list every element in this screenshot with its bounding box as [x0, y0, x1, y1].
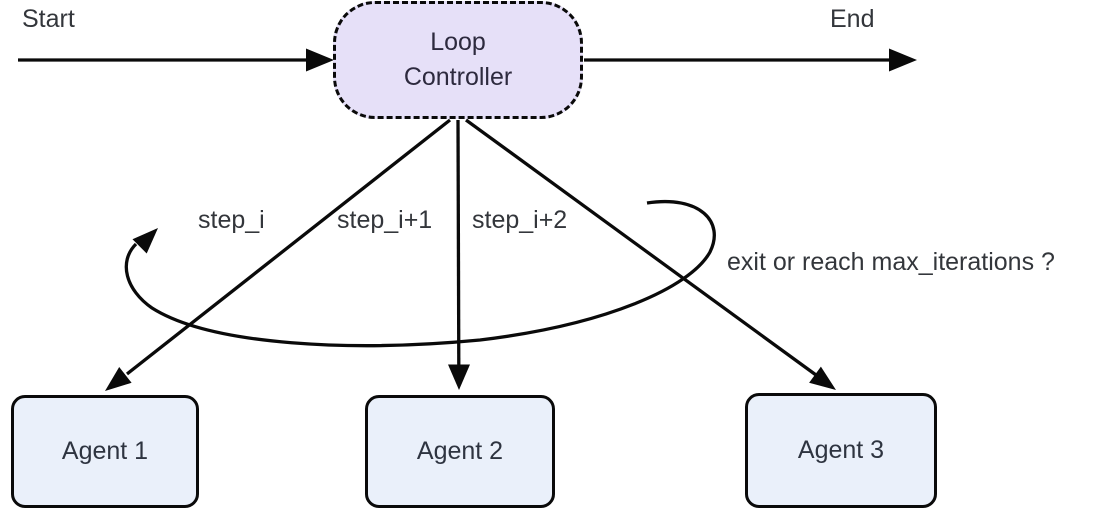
edge-step-i-plus-2-line: [465, 118, 817, 377]
agent2-node: Agent 2: [365, 395, 555, 508]
agent3-label: Agent 3: [797, 436, 885, 464]
start-arrowhead-icon: [306, 48, 334, 72]
loop-controller-label-line2: Controller: [403, 63, 513, 91]
edge-step-i-line: [125, 118, 452, 376]
loop-controller-label-line1: Loop: [430, 28, 486, 56]
agent1-node: Agent 1: [11, 395, 199, 508]
loop-condition-label: exit or reach max_iterations ?: [727, 248, 1055, 276]
agent3-node: Agent 3: [745, 393, 937, 508]
loop-controller-node: Loop Controller: [333, 1, 583, 119]
loop-back-arc: [124, 200, 716, 348]
end-label: End: [830, 5, 875, 33]
edge-step-i: [105, 118, 452, 391]
edge-step-i-arrowhead-icon: [105, 367, 132, 391]
edge-step-i-plus-2-arrowhead-icon: [809, 366, 836, 390]
edge-step-i-plus-1-line: [456, 119, 461, 366]
edge-label-step-i-plus-1: step_i+1: [337, 206, 433, 234]
edge-step-i-plus-1-arrowhead-icon: [448, 364, 470, 390]
end-arrow: [584, 48, 917, 72]
loop-back-arrow: [124, 200, 716, 348]
start-arrow: [18, 48, 334, 72]
loop-back-arrowhead-icon: [132, 228, 158, 254]
end-arrowhead-icon: [889, 48, 917, 72]
start-label: Start: [22, 5, 75, 33]
edge-label-step-i-plus-2: step_i+2: [472, 206, 568, 234]
agent2-label: Agent 2: [416, 437, 504, 465]
edge-step-i-plus-1: [448, 119, 470, 390]
edge-step-i-plus-2: [465, 118, 836, 390]
edge-label-step-i: step_i: [198, 206, 265, 234]
agent1-label: Agent 1: [61, 437, 149, 465]
